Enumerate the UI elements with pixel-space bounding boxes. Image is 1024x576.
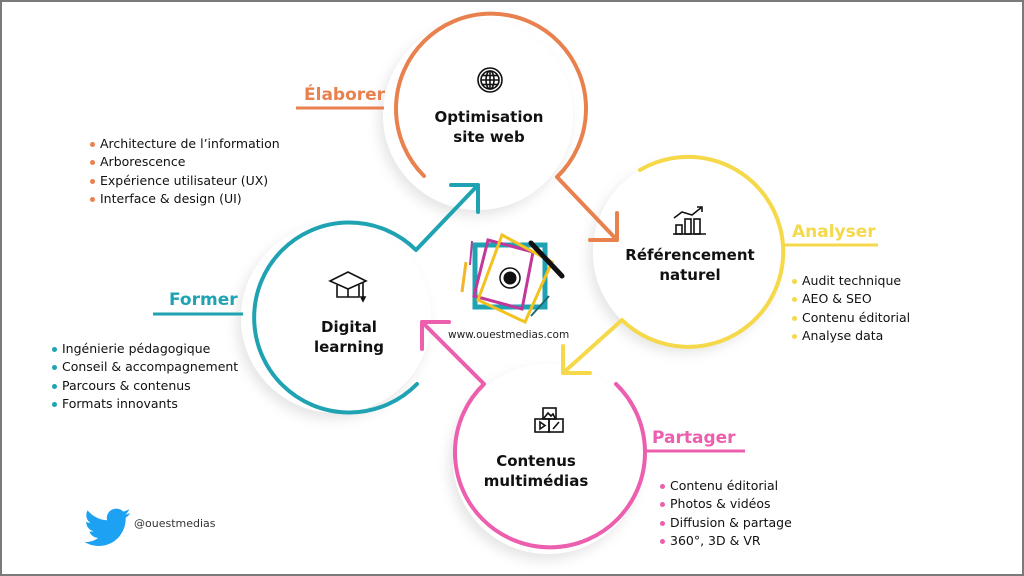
chart-growth-icon (673, 206, 706, 235)
optimisation-circle-fill (383, 20, 573, 210)
list-item: Diffusion & partage (660, 514, 792, 532)
arrow-to-digital-learning-icon (420, 320, 451, 351)
list-item: Conseil & accompagnement (52, 358, 238, 376)
phase-label-elaborer: Élaborer (304, 85, 386, 105)
globe-icon (477, 67, 503, 93)
list-item: Formats innovants (52, 395, 238, 413)
twitter-handle[interactable]: @ouestmedias (134, 517, 216, 530)
phase-label-former: Former (169, 290, 238, 310)
optimisation-title-line2: site web (453, 128, 525, 146)
digital-learning-title: Digital learning (269, 317, 429, 357)
phase-label-analyser: Analyser (792, 222, 876, 242)
twitter-bird-icon (84, 508, 131, 546)
list-item: Ingénierie pédagogique (52, 340, 238, 358)
arrow-to-referencement-icon (588, 211, 619, 242)
contenus-title-line1: Contenus (496, 452, 576, 470)
list-item: Arborescence (90, 153, 280, 171)
list-item: Photos & vidéos (660, 495, 792, 513)
referencement-title-line2: naturel (659, 266, 721, 284)
digital-learning-bullet-list: Ingénierie pédagogique Conseil & accompa… (52, 340, 238, 413)
list-item: Contenu éditorial (792, 309, 910, 327)
digital-learning-ring (252, 183, 480, 415)
media-blocks-icon (534, 407, 564, 433)
referencement-title-line1: Référencement (625, 246, 755, 264)
optimisation-title: Optimisation site web (409, 107, 569, 147)
optimisation-title-line1: Optimisation (434, 108, 544, 126)
list-item: Parcours & contenus (52, 377, 238, 395)
phase-label-partager: Partager (652, 428, 736, 448)
website-link[interactable]: www.ouestmedias.com (448, 329, 570, 341)
list-item: 360°, 3D & VR (660, 532, 792, 550)
contenus-circle-fill (453, 364, 643, 554)
contenus-title: Contenus multimédias (456, 451, 616, 491)
referencement-circle-fill (593, 157, 783, 347)
digital-learning-title-line1: Digital (321, 318, 377, 336)
arrow-to-contenus-icon (561, 344, 592, 375)
arrow-to-optimisation-icon (449, 183, 480, 214)
optimisation-ring (394, 11, 619, 242)
digital-learning-title-line2: learning (313, 338, 385, 356)
contenus-bullet-list: Contenu éditorial Photos & vidéos Diffus… (660, 477, 792, 550)
list-item: Contenu éditorial (660, 477, 792, 495)
contenus-title-line2: multimédias (483, 472, 589, 490)
list-item: Interface & design (UI) (90, 190, 280, 208)
optimisation-bullet-list: Architecture de l’information Arborescen… (90, 135, 280, 208)
list-item: Architecture de l’information (90, 135, 280, 153)
graduation-cap-icon (328, 271, 368, 303)
digital-learning-circle-fill (241, 223, 431, 413)
referencement-ring (561, 154, 786, 375)
referencement-title: Référencement naturel (610, 245, 770, 285)
list-item: Audit technique (792, 272, 910, 290)
contenus-ring (420, 320, 647, 550)
list-item: Expérience utilisateur (UX) (90, 172, 280, 190)
ouestmedias-logo (460, 232, 565, 325)
list-item: Analyse data (792, 327, 910, 345)
list-item: AEO & SEO (792, 290, 910, 308)
referencement-bullet-list: Audit technique AEO & SEO Contenu éditor… (792, 272, 910, 345)
